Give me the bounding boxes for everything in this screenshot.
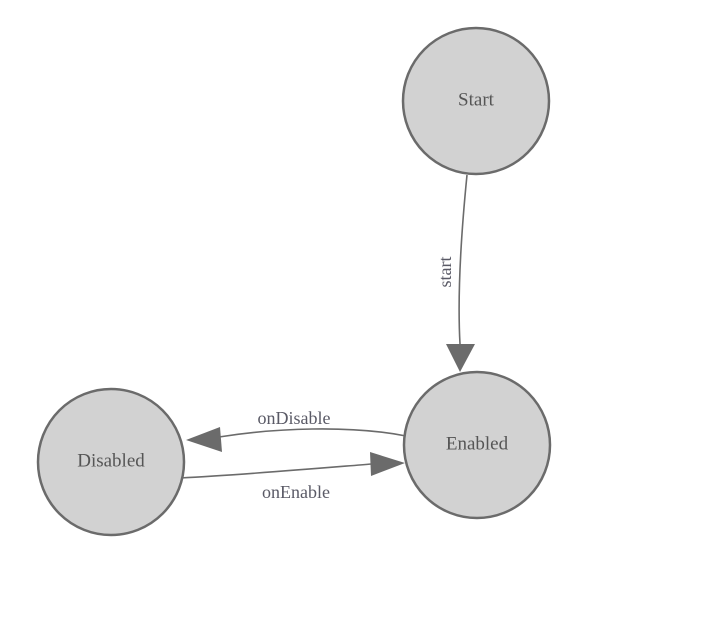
node-circle-disabled[interactable] (36, 387, 186, 537)
arrowhead-disabled-to-enabled (370, 452, 405, 476)
node-start[interactable]: Start (401, 26, 551, 176)
edge-start-to-enabled[interactable]: start (435, 174, 475, 372)
edge-label-onenable: onEnable (262, 482, 330, 502)
node-label-disabled: Disabled (77, 450, 145, 471)
arrowhead-enabled-to-disabled (186, 427, 222, 452)
edge-label-start: start (435, 257, 455, 288)
edge-disabled-to-enabled[interactable]: onEnable (179, 452, 405, 502)
node-circle-enabled[interactable] (402, 370, 552, 520)
node-enabled[interactable]: Enabled (402, 370, 552, 520)
edge-enabled-to-disabled[interactable]: onDisable (186, 408, 407, 452)
edge-label-ondisable: onDisable (258, 408, 331, 428)
arrowhead-start-to-enabled (446, 344, 475, 372)
edge-line-enabled-to-disabled (218, 428, 407, 438)
node-label-start: Start (458, 89, 495, 110)
node-label-enabled: Enabled (446, 433, 509, 454)
edge-line-disabled-to-enabled (179, 463, 373, 479)
node-disabled[interactable]: Disabled (36, 387, 186, 537)
node-circle-start[interactable] (401, 26, 551, 176)
edge-line-start-to-enabled (458, 174, 468, 345)
